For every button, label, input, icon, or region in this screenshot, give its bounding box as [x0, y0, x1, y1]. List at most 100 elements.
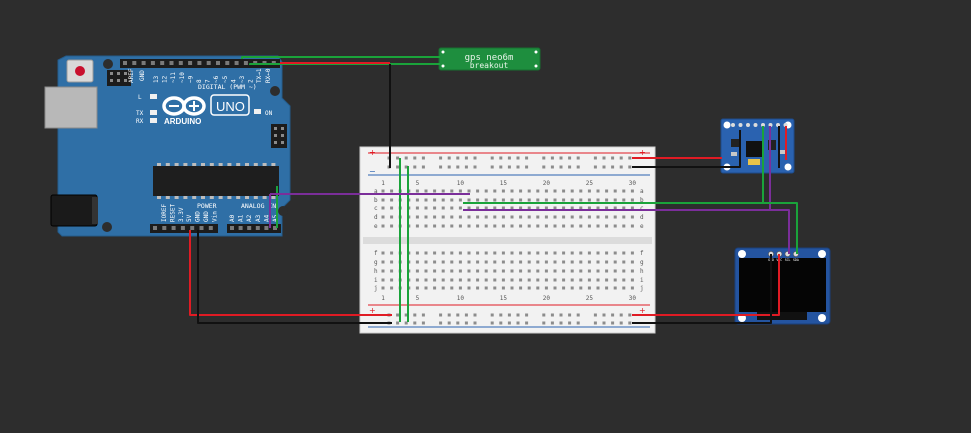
- breadboard-hole[interactable]: [499, 313, 503, 317]
- breadboard-hole[interactable]: [490, 321, 494, 325]
- breadboard-hole[interactable]: [467, 198, 471, 202]
- breadboard-hole[interactable]: [587, 278, 591, 282]
- breadboard-hole[interactable]: [544, 215, 548, 219]
- breadboard-hole[interactable]: [493, 260, 497, 264]
- breadboard-hole[interactable]: [630, 224, 634, 228]
- breadboard-hole[interactable]: [415, 206, 419, 210]
- breadboard-hole[interactable]: [527, 198, 531, 202]
- breadboard-hole[interactable]: [467, 189, 471, 193]
- breadboard-hole[interactable]: [622, 286, 626, 290]
- breadboard-hole[interactable]: [527, 224, 531, 228]
- breadboard-hole[interactable]: [602, 156, 606, 160]
- breadboard-hole[interactable]: [619, 165, 623, 169]
- breadboard-hole[interactable]: [613, 189, 617, 193]
- breadboard-hole[interactable]: [622, 260, 626, 264]
- header-pin[interactable]: [230, 226, 234, 230]
- breadboard-hole[interactable]: [605, 251, 609, 255]
- breadboard-hole[interactable]: [622, 251, 626, 255]
- breadboard-hole[interactable]: [390, 278, 394, 282]
- breadboard-hole[interactable]: [450, 215, 454, 219]
- breadboard-hole[interactable]: [544, 198, 548, 202]
- breadboard-hole[interactable]: [550, 321, 554, 325]
- breadboard-hole[interactable]: [490, 156, 494, 160]
- breadboard-hole[interactable]: [613, 278, 617, 282]
- header-pin[interactable]: [264, 226, 269, 230]
- gps-neo6m-module[interactable]: gps neo6m breakout: [438, 47, 541, 71]
- breadboard-hole[interactable]: [493, 198, 497, 202]
- breadboard-hole[interactable]: [433, 251, 437, 255]
- breadboard-hole[interactable]: [587, 251, 591, 255]
- breadboard-hole[interactable]: [536, 224, 540, 228]
- breadboard-hole[interactable]: [501, 215, 505, 219]
- breadboard-hole[interactable]: [553, 189, 557, 193]
- sensor-pin[interactable]: [738, 123, 743, 127]
- breadboard-hole[interactable]: [484, 189, 488, 193]
- breadboard-hole[interactable]: [404, 156, 408, 160]
- breadboard-hole[interactable]: [553, 269, 557, 273]
- breadboard-hole[interactable]: [536, 251, 540, 255]
- breadboard-hole[interactable]: [424, 224, 428, 228]
- breadboard-hole[interactable]: [439, 165, 443, 169]
- breadboard-hole[interactable]: [458, 260, 462, 264]
- header-pin[interactable]: [225, 61, 230, 65]
- breadboard-hole[interactable]: [396, 165, 400, 169]
- breadboard-hole[interactable]: [519, 286, 523, 290]
- breadboard-hole[interactable]: [579, 206, 583, 210]
- breadboard-hole[interactable]: [450, 269, 454, 273]
- breadboard-hole[interactable]: [433, 286, 437, 290]
- breadboard-hole[interactable]: [441, 224, 445, 228]
- header-pin[interactable]: [255, 226, 260, 230]
- breadboard-hole[interactable]: [450, 278, 454, 282]
- breadboard-hole[interactable]: [396, 321, 400, 325]
- header-pin[interactable]: [141, 61, 146, 65]
- breadboard-hole[interactable]: [499, 156, 503, 160]
- breadboard-hole[interactable]: [570, 260, 574, 264]
- breadboard-hole[interactable]: [507, 156, 511, 160]
- breadboard-hole[interactable]: [562, 260, 566, 264]
- breadboard-hole[interactable]: [596, 198, 600, 202]
- breadboard-hole[interactable]: [490, 165, 494, 169]
- header-pin[interactable]: [216, 61, 220, 65]
- breadboard-hole[interactable]: [605, 286, 609, 290]
- breadboard-hole[interactable]: [381, 215, 385, 219]
- breadboard-hole[interactable]: [433, 198, 437, 202]
- breadboard-hole[interactable]: [568, 165, 572, 169]
- breadboard-hole[interactable]: [613, 251, 617, 255]
- breadboard-hole[interactable]: [596, 260, 600, 264]
- breadboard-hole[interactable]: [527, 286, 531, 290]
- breadboard-hole[interactable]: [433, 278, 437, 282]
- breadboard-hole[interactable]: [596, 215, 600, 219]
- breadboard-hole[interactable]: [484, 269, 488, 273]
- breadboard-hole[interactable]: [476, 206, 480, 210]
- breadboard-hole[interactable]: [473, 321, 477, 325]
- breadboard-hole[interactable]: [602, 165, 606, 169]
- breadboard-hole[interactable]: [458, 215, 462, 219]
- breadboard-hole[interactable]: [433, 189, 437, 193]
- breadboard-hole[interactable]: [630, 215, 634, 219]
- breadboard-hole[interactable]: [467, 224, 471, 228]
- breadboard-hole[interactable]: [467, 260, 471, 264]
- breadboard-hole[interactable]: [413, 313, 417, 317]
- breadboard-hole[interactable]: [510, 215, 514, 219]
- breadboard-hole[interactable]: [493, 224, 497, 228]
- breadboard-hole[interactable]: [467, 269, 471, 273]
- breadboard-hole[interactable]: [570, 224, 574, 228]
- breadboard-hole[interactable]: [579, 286, 583, 290]
- breadboard-hole[interactable]: [570, 198, 574, 202]
- header-pin[interactable]: [190, 226, 195, 230]
- breadboard-hole[interactable]: [593, 313, 597, 317]
- breadboard-hole[interactable]: [519, 269, 523, 273]
- breadboard-hole[interactable]: [579, 215, 583, 219]
- breadboard-hole[interactable]: [501, 206, 505, 210]
- breadboard-hole[interactable]: [381, 251, 385, 255]
- breadboard-hole[interactable]: [579, 198, 583, 202]
- breadboard-hole[interactable]: [441, 215, 445, 219]
- breadboard-hole[interactable]: [619, 313, 623, 317]
- breadboard-hole[interactable]: [415, 269, 419, 273]
- breadboard-hole[interactable]: [579, 269, 583, 273]
- breadboard-hole[interactable]: [390, 286, 394, 290]
- breadboard-hole[interactable]: [630, 269, 634, 273]
- breadboard-hole[interactable]: [544, 189, 548, 193]
- breadboard-hole[interactable]: [456, 156, 460, 160]
- breadboard-hole[interactable]: [542, 165, 546, 169]
